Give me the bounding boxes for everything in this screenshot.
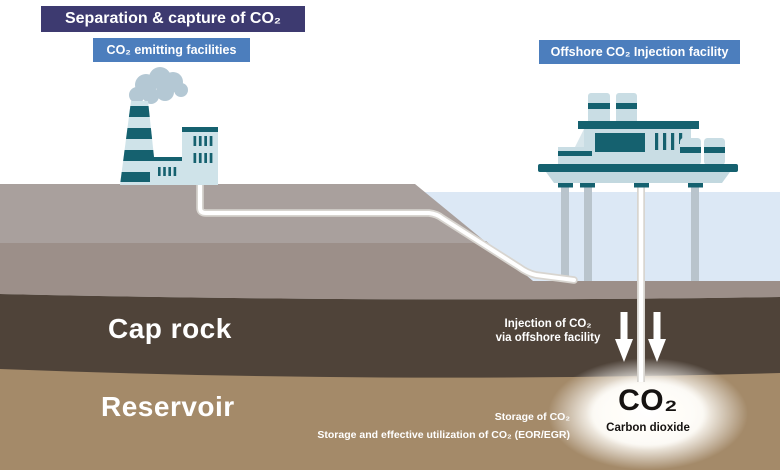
factory-tall-building xyxy=(182,127,218,185)
title-banner: Separation & capture of CO₂ xyxy=(41,6,305,32)
co2-symbol: CO₂ xyxy=(618,384,678,417)
storage-line1: Storage of CO₂ xyxy=(494,411,570,423)
co2-storage-glow-core xyxy=(586,374,710,450)
reservoir-label: Reservoir xyxy=(101,391,235,422)
emitting-facilities-banner: CO₂ emitting facilities xyxy=(93,38,250,62)
injection-line1: Injection of CO₂ xyxy=(504,318,592,330)
platform-deck xyxy=(538,164,738,172)
cap-rock-label: Cap rock xyxy=(108,313,232,344)
platform-roof xyxy=(578,121,699,129)
injection-annotation: Injection of CO₂ via offshore facility xyxy=(470,317,626,345)
platform-feet xyxy=(558,183,703,188)
factory-small-building xyxy=(150,157,183,185)
offshore-platform-icon xyxy=(538,93,738,188)
platform-window-slits xyxy=(655,133,683,150)
ground-layer-mid xyxy=(0,241,780,300)
cap-rock-layer xyxy=(0,294,780,378)
platform-window-panel xyxy=(595,133,645,152)
offshore-facility-banner: Offshore CO₂ Injection facility xyxy=(539,40,740,64)
striped-chimney-icon xyxy=(120,101,157,185)
storage-line2: Storage and effective utilization of CO₂… xyxy=(317,429,570,441)
injection-line2: via offshore facility xyxy=(495,332,601,344)
platform-deck-base xyxy=(546,172,730,183)
subsea-pipeline xyxy=(196,180,578,284)
factory-icon xyxy=(120,67,218,185)
smoke-cloud-icon xyxy=(129,67,188,104)
down-arrows-icon xyxy=(615,312,666,362)
co2-caption: Carbon dioxide xyxy=(606,422,690,434)
